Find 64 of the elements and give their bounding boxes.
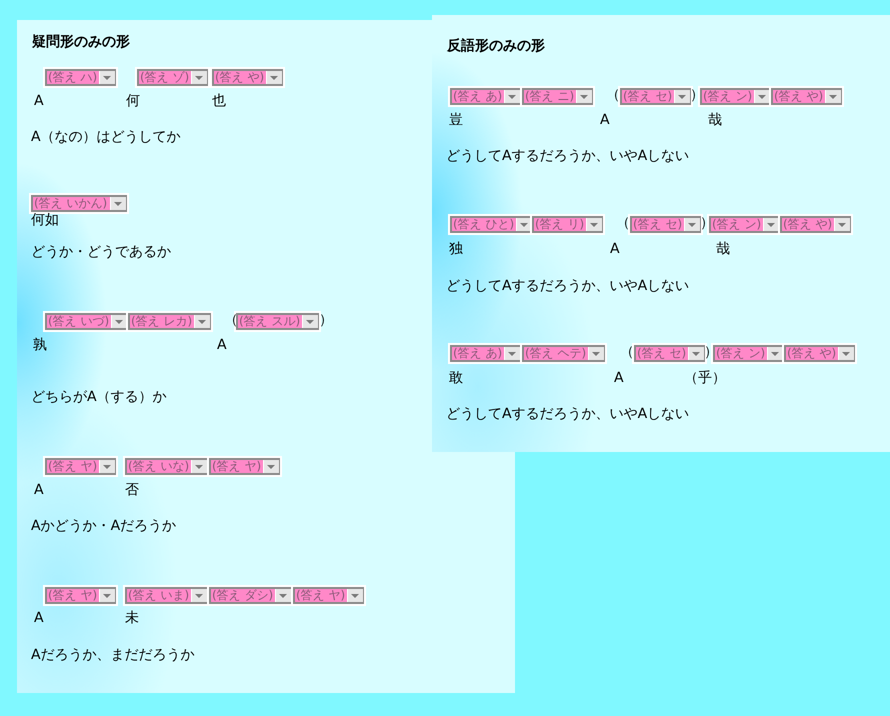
meaning-text: どちらがA（する）か (31, 389, 167, 405)
dropdown-select: (答え セ) (620, 88, 692, 105)
panel-title: 反語形のみの形 (447, 37, 545, 55)
dropdown-select: (答え いかん) (31, 195, 127, 212)
kanji-text: （乎） (684, 370, 726, 386)
parenthesis: （ (620, 344, 634, 360)
dropdown-select: (答え セ) (630, 216, 702, 233)
dropdown-select: (答え ン) (713, 345, 784, 362)
panel-title: 疑問形のみの形 (32, 33, 130, 51)
dropdown-select: (答え や) (771, 88, 842, 105)
meaning-text: どうか・どうであるか (31, 244, 171, 260)
dropdown-select: (答え ヘテ) (522, 345, 606, 362)
kanji-text: 独 (449, 241, 463, 257)
kanji-text: 孰 (33, 337, 47, 353)
kanji-text: 未 (125, 610, 139, 626)
letter: A (610, 241, 620, 257)
letter: A (34, 93, 44, 109)
dropdown-select: (答え ヤ) (45, 458, 116, 475)
kanji-text: 何如 (31, 212, 59, 228)
dropdown-select: (答え ニ) (522, 88, 594, 105)
meaning-text: Aかどうか・Aだろうか (31, 518, 176, 534)
dropdown-select: (答え スル) (236, 313, 320, 330)
meaning-text: どうしてAするだろうか、いやAしない (446, 148, 690, 164)
parenthesis: ） (319, 312, 333, 328)
dropdown-select: (答え セ) (634, 345, 706, 362)
dropdown-select: (答え ヤ) (209, 458, 280, 475)
parenthesis: （ (224, 312, 238, 328)
dropdown-select: (答え や) (784, 345, 856, 362)
kanji-text: 豈 (449, 112, 463, 128)
dropdown-select: (答え レカ) (128, 313, 212, 330)
panel (432, 15, 890, 452)
kanji-text: 也 (212, 93, 226, 109)
dropdown-select: (答え ン) (709, 216, 780, 233)
dropdown-select: (答え や) (212, 69, 284, 86)
letter: A (600, 112, 610, 128)
dropdown-select: (答え ハ) (45, 69, 116, 86)
dropdown-select: (答え あ) (450, 88, 522, 105)
kanji-text: 何 (126, 93, 140, 109)
dropdown-select: (答え ン) (700, 88, 772, 105)
kanji-text: 否 (125, 482, 139, 498)
parenthesis: （ (606, 87, 620, 103)
meaning-text: Aだろうか、まだだろうか (31, 647, 195, 663)
kanji-text: 哉 (716, 241, 730, 257)
letter: A (217, 337, 227, 353)
kanji-text: 敢 (449, 370, 463, 386)
meaning-text: A（なの）はどうしてか (31, 129, 181, 145)
meaning-text: どうしてAするだろうか、いやAしない (446, 278, 690, 294)
dropdown-select: (答え リ) (532, 216, 604, 233)
dropdown-select: (答え ゾ) (137, 69, 208, 86)
kanji-text: 哉 (708, 112, 722, 128)
panel (17, 20, 432, 693)
letter: A (34, 482, 44, 498)
dropdown-select: (答え ヤ) (293, 587, 364, 604)
dropdown-select: (答え ヤ) (45, 587, 116, 604)
dropdown-select: (答え いな) (125, 458, 208, 475)
meaning-text: どうしてAするだろうか、いやAしない (446, 406, 690, 422)
dropdown-select: (答え ダシ) (209, 587, 292, 604)
dropdown-select: (答え あ) (450, 345, 522, 362)
letter: A (614, 370, 624, 386)
letter: A (34, 610, 44, 626)
dropdown-select: (答え いま) (125, 587, 208, 604)
dropdown-select: (答え や) (780, 216, 852, 233)
dropdown-select: (答え いづ) (45, 313, 128, 330)
parenthesis: （ (616, 215, 630, 231)
